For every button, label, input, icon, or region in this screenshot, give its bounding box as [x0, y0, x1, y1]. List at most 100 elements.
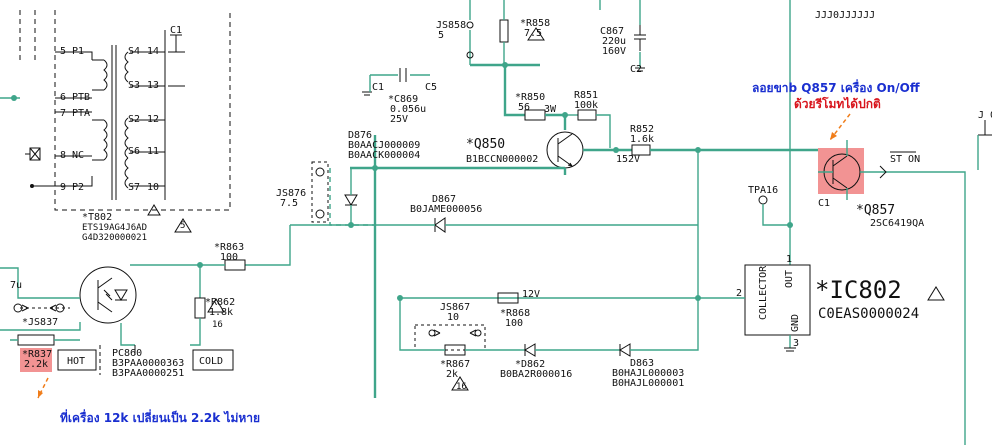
c867-val1: 220u — [602, 36, 626, 47]
r867-value: 2k — [446, 369, 458, 380]
js876-value: 7.5 — [280, 198, 298, 209]
c867-val2: 160V — [602, 46, 626, 57]
v152-label: 152V — [616, 154, 640, 165]
r851-label: R851 — [574, 90, 598, 101]
r868-value: 100 — [505, 318, 523, 329]
pin-p2: P2 — [72, 182, 84, 193]
cap-c1-label: C1 — [170, 25, 182, 36]
t802-ref: *T802 — [82, 212, 112, 223]
pin-9: 9 — [60, 182, 66, 193]
top-right-label: JJJ0JJJJJJ — [815, 10, 875, 21]
c1-label: C1 — [372, 82, 384, 93]
ic802-pin2: 2 — [736, 288, 742, 299]
r850-watt: 3W — [544, 104, 557, 115]
pin-ptb: PTB — [72, 92, 90, 103]
r862-label: *R862 — [205, 297, 235, 308]
d876-block — [290, 135, 699, 398]
q857-label: *Q857 — [856, 203, 895, 218]
ic802-label: *IC802 — [815, 276, 902, 304]
ic802-part: C0EAS0000024 — [818, 306, 919, 322]
pin-s4: S4 — [128, 46, 140, 57]
c867-label: C867 — [600, 26, 624, 37]
r867-label: *R867 — [440, 359, 470, 370]
js876-label: JS876 — [276, 188, 306, 199]
pin-14: 14 — [147, 46, 159, 57]
pin-p1: P1 — [72, 46, 84, 57]
js867-label: JS867 — [440, 302, 470, 313]
pin-7: 7 — [60, 108, 66, 119]
js858-label: JS858 — [436, 20, 466, 31]
r837-label: *R837 — [22, 349, 52, 360]
pc860-label: PC860 — [112, 348, 142, 359]
pin-8: 8 — [60, 150, 66, 161]
d862-label: *D862 — [515, 359, 545, 370]
q857-ic802 — [400, 0, 992, 445]
c869-label: *C869 — [388, 94, 418, 105]
pin-nc: NC — [72, 150, 84, 161]
r837-highlight — [20, 348, 52, 372]
ic802-pin3: 3 — [793, 338, 799, 349]
c869-voltage: 25V — [390, 114, 408, 125]
r837-value: 2.2k — [24, 359, 48, 370]
d876-part2: B0AACK000004 — [348, 150, 420, 161]
net-7u-label: 7u — [10, 280, 22, 291]
d876-label: D876 — [348, 130, 372, 141]
c2-label: C2 — [630, 64, 642, 75]
r850-label: *R850 — [515, 92, 545, 103]
pc860-block — [0, 225, 291, 375]
js858-num: 5 — [438, 30, 444, 41]
c869-value: 0.056u — [390, 104, 426, 115]
right-edge-label: J 0 — [978, 110, 992, 121]
net-12v-label: 12V — [522, 289, 540, 300]
d863-part2: B0HAJL000001 — [612, 378, 684, 389]
ic802-pin1: 1 — [786, 254, 792, 265]
r850-value: 56 — [518, 102, 530, 113]
pin-s3: S3 — [128, 80, 140, 91]
tpa16-test-point — [758, 195, 793, 228]
pin-10: 10 — [147, 182, 159, 193]
tpa16-label: TPA16 — [748, 185, 778, 196]
pin-11: 11 — [147, 146, 159, 157]
ic802-collector: COLLECTOR — [758, 265, 769, 320]
tri-16b: 16 — [456, 382, 467, 392]
js867-value: 10 — [447, 312, 459, 323]
pin-13: 13 — [147, 80, 159, 91]
d867-label: D867 — [432, 194, 456, 205]
r858-value: 7.5 — [524, 28, 542, 39]
r863-value: 100 — [220, 252, 238, 263]
cold-box — [192, 349, 234, 371]
transformer-t802 — [0, 10, 231, 216]
t802-part1: ETS19AG4J6AD — [82, 223, 147, 233]
ic802-out: OUT — [784, 270, 795, 288]
d862-part: B0BA2R000016 — [500, 369, 572, 380]
pin-s2: S2 — [128, 114, 140, 125]
r851-value: 100k — [574, 100, 598, 111]
q850-label: *Q850 — [466, 137, 505, 152]
r863-label: *R863 — [214, 242, 244, 253]
t802-part2: G4D320000021 — [82, 233, 147, 243]
pin-5: 5 — [60, 46, 66, 57]
q857-highlight — [818, 148, 864, 194]
q850-part: B1BCCN000002 — [466, 154, 538, 165]
d863-part1: B0HAJL000003 — [612, 368, 684, 379]
js837-label: *JS837 — [22, 317, 58, 328]
r852-label: R852 — [630, 124, 654, 135]
tri-5: 5 — [180, 221, 185, 231]
cap-c869 — [362, 68, 430, 96]
pin-12: 12 — [147, 114, 159, 125]
pc860-part1: B3PAA0000363 — [112, 358, 184, 369]
hot-label: HOT — [67, 356, 85, 367]
lower-feedback — [397, 292, 699, 391]
c5-label: C5 — [425, 82, 437, 93]
pin-6: 6 — [60, 92, 66, 103]
r858-label: *R858 — [520, 18, 550, 29]
r837-note: ที่เครื่อง 12k เปลี่ยนเป็น 2.2k ไม่หาย — [60, 409, 260, 425]
r868-label: *R868 — [500, 308, 530, 319]
tri-16a: 16 — [212, 320, 223, 330]
pin-s7: S7 — [128, 182, 140, 193]
cold-label: COLD — [199, 356, 223, 367]
pin-s6: S6 — [128, 146, 140, 157]
pc860-part2: B3PAA0000251 — [112, 368, 184, 379]
q857-part: 2SC6419QA — [870, 218, 924, 229]
